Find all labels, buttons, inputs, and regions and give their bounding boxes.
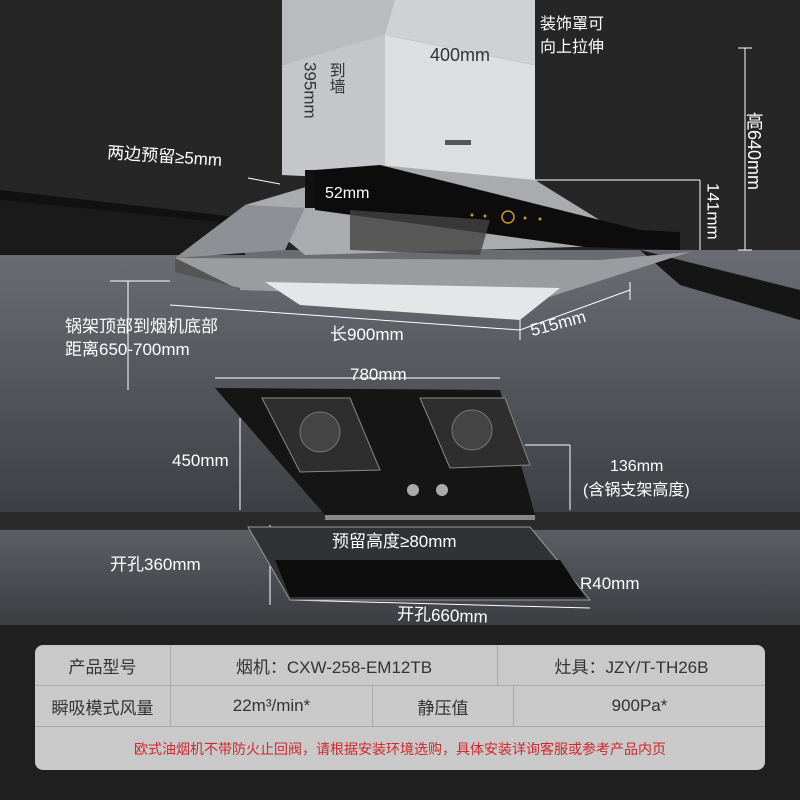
hood-base-edge [175,258,240,290]
pressure-label: 静压值 [373,686,514,726]
panel-edge [305,170,318,208]
baffle-plate [265,282,560,320]
table-row: 瞬吸模式风量 22m³/min* 静压值 900Pa* [35,686,765,727]
reserve-height-label: 预留高度≥80mm [332,532,457,551]
airflow-value: 22m³/min* [171,686,373,726]
stove-height-label-1: 136mm [610,458,664,475]
warning-text: 欧式油烟机不带防火止回阀，请根据安装环境选购，具体安装详询客服或参考产品内页 [134,740,666,757]
product-illustration [0,0,800,609]
pressure-value: 900Pa* [611,696,668,715]
model-label: 产品型号 [35,645,171,685]
filter-grille [350,210,490,255]
extendable-label-2: 向上拉伸 [540,39,605,56]
airflow-label: 瞬吸模式风量 [35,686,171,726]
hood-left-side [175,205,305,258]
knob-right [436,484,448,496]
control-dot-icon [483,214,487,218]
to-wall-label-1: 到墙 [326,62,344,94]
cabinet-right [640,250,800,320]
cooktop-edge [325,515,535,520]
cabinet-bottom [0,200,245,255]
chimney-top-front [385,0,535,65]
spec-table: 产品型号 烟机：CXW-258-EM12TB 灶具：JZY/T-TH26B 瞬吸… [35,645,765,770]
control-dot-icon [523,216,527,220]
chimney-width-label: 400mm [430,45,491,65]
panel-thickness-label: 52mm [325,185,370,202]
chimney-front [385,35,535,180]
extendable-label-1: 装饰罩可 [540,16,605,33]
cabinet-edge [0,190,245,225]
length-label: 长900mm [330,325,404,344]
hood-model: 烟机：CXW-258-EM12TB [171,645,498,685]
cutout-width-label: 开孔660mm [396,604,489,627]
control-dot-icon [470,213,474,217]
total-height-label: 高640mm [743,112,764,191]
table-row: 产品型号 烟机：CXW-258-EM12TB 灶具：JZY/T-TH26B [35,645,765,686]
knob-left [407,484,419,496]
countertop-edge [0,512,800,532]
burner-right [419,397,531,469]
cutout-hole [275,560,585,597]
chimney-side [282,35,385,180]
stove-width-label: 780mm [350,365,407,384]
brand-logo [445,140,471,145]
cutout-depth-label: 开孔360mm [110,555,201,574]
distance-label-1: 锅架顶部到烟机底部 [65,317,218,336]
corner-radius-label: R40mm [580,574,640,593]
chimney-upper [282,0,395,65]
body-height-label: 141mm [703,183,723,240]
stove-height-label-2: (含锅支架高度) [583,482,690,499]
distance-label-2: 距离650-700mm [65,340,190,359]
control-panel [315,165,680,250]
control-dot-icon [538,217,542,221]
stove-depth-label: 450mm [172,451,229,470]
burner-left [261,397,381,473]
power-button-icon [501,210,515,224]
stove-model: 灶具：JZY/T-TH26B [554,657,709,677]
to-wall-label-2: 395mm [300,62,320,119]
